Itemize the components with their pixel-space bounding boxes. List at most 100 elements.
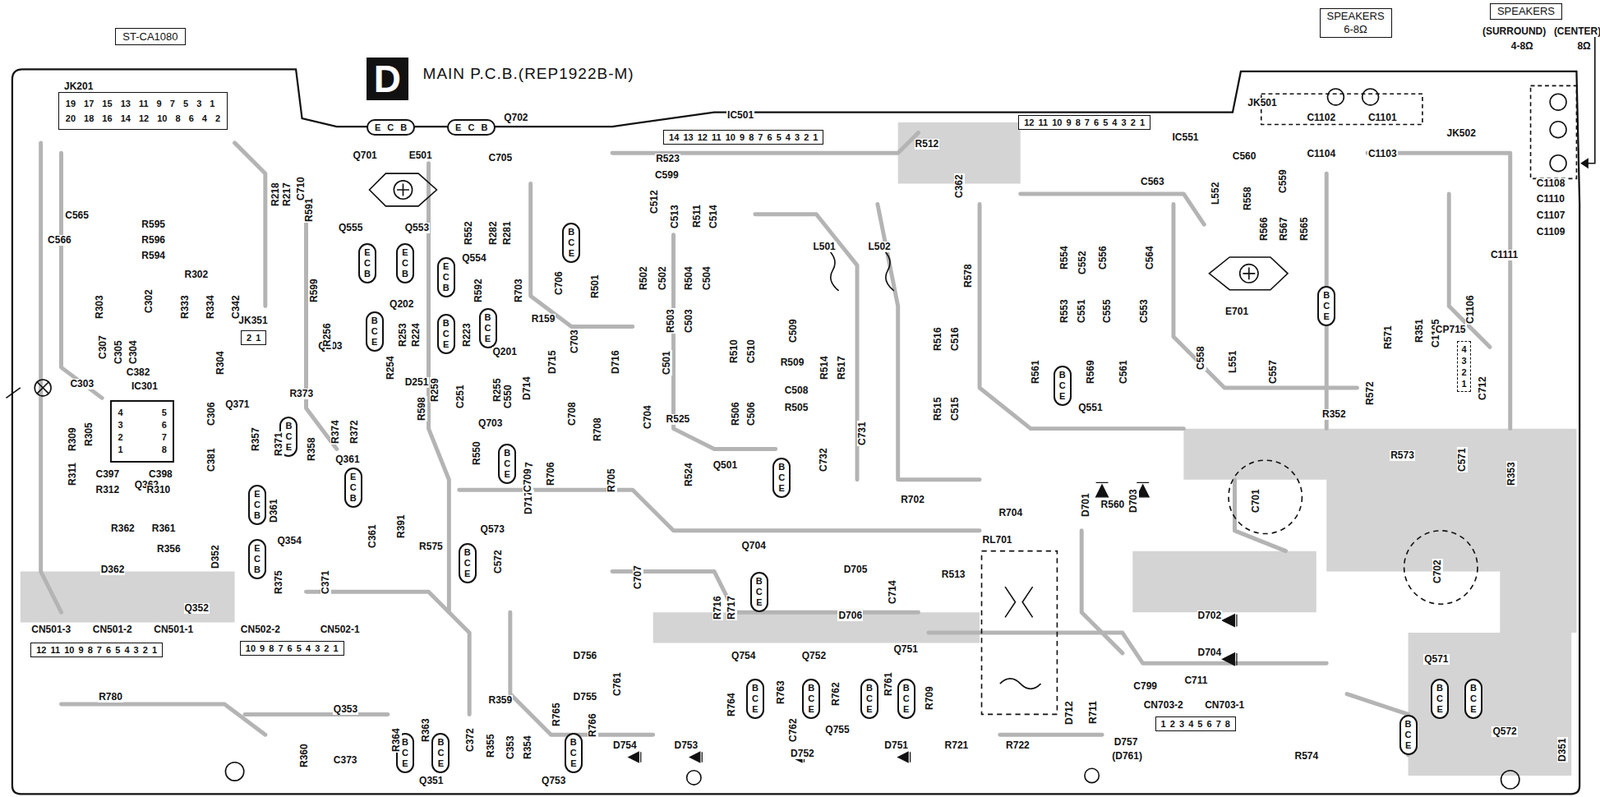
part-label: R765 — [551, 702, 563, 729]
transistor-outline: E C B — [248, 539, 267, 580]
part-label: R704 — [997, 507, 1024, 519]
transistor-outline: B C E — [479, 308, 498, 349]
part-label: R721 — [944, 740, 970, 752]
part-label: C707 — [632, 564, 644, 591]
part-label: R596 — [140, 235, 166, 246]
part-label: C564 — [1144, 244, 1156, 271]
transistor-outline: E C B — [437, 257, 456, 298]
part-label: R333 — [179, 294, 191, 320]
node-text: B C E — [806, 682, 817, 715]
part-label: R351 — [1414, 318, 1425, 345]
part-label: C382 — [125, 367, 152, 379]
part-label: C711 — [1183, 675, 1209, 687]
node-text: 10 9 8 7 6 5 4 3 2 1 — [245, 642, 339, 655]
speaker-box: SPEAKERS6-8Ω — [1319, 8, 1393, 38]
part-label: R598 — [416, 396, 428, 422]
part-label: R575 — [418, 541, 444, 553]
part-label: R565 — [1299, 216, 1310, 243]
part-label: L501 — [811, 241, 836, 253]
part-label: C553 — [1138, 298, 1150, 324]
part-label: R358 — [306, 437, 318, 463]
part-label: C506 — [746, 401, 757, 427]
part-label: C550 — [502, 383, 514, 410]
part-label: 4-8Ω — [1510, 41, 1535, 52]
part-label: C512 — [649, 189, 660, 215]
part-label: CN703-1 — [1203, 700, 1245, 711]
part-label: D757 — [1113, 737, 1139, 748]
part-label: R558 — [1242, 185, 1254, 212]
pin-strip: 1 2 3 4 5 6 7 8 — [1155, 716, 1236, 732]
node-text: 12 11 10 9 8 7 6 5 4 3 2 1 — [36, 644, 157, 656]
part-label: R353 — [1506, 461, 1518, 488]
part-label: C761 — [612, 671, 623, 697]
part-label: CN703-2 — [1143, 700, 1185, 711]
part-label: D362 — [100, 564, 126, 576]
part-label: D251 — [404, 377, 430, 388]
part-label: R517 — [836, 355, 848, 381]
transistor-outline: B C E — [1430, 678, 1449, 720]
transistor-label: Q753 — [540, 775, 567, 787]
transistor-outline: B C E — [437, 313, 456, 355]
part-label: D705 — [843, 564, 869, 576]
transistor-outline: E C B — [344, 467, 363, 508]
part-label: R716 — [712, 594, 724, 621]
part-label: C599 — [654, 170, 680, 181]
part-label: JK201 — [63, 81, 94, 93]
node-text: B C E — [864, 682, 874, 715]
node-text: B C E — [441, 318, 451, 351]
part-label: C371 — [320, 569, 332, 595]
part-label: C304 — [128, 340, 139, 366]
node-text: 4 3 2 1 — [116, 406, 125, 457]
part-label: D703 — [1128, 488, 1139, 514]
part-label: C1110 — [1535, 193, 1566, 205]
part-label: C251 — [455, 383, 466, 410]
part-label: R711 — [1088, 700, 1099, 725]
part-label: R217 — [281, 181, 293, 208]
transistor-label: Q754 — [730, 650, 757, 662]
transistor-outline: B C E — [750, 571, 769, 613]
part-label: R591 — [304, 197, 315, 223]
node-text: B C E — [750, 682, 760, 715]
part-label: C704 — [642, 404, 654, 430]
part-label: JK501 — [1246, 97, 1278, 109]
part-label: C566 — [46, 235, 73, 246]
part-label: R566 — [1258, 216, 1270, 243]
part-label: C1107 — [1535, 210, 1567, 222]
part-label: R256 — [322, 322, 333, 349]
transistor-label: Q555 — [337, 222, 364, 234]
part-label: C732 — [818, 447, 830, 473]
transistor-outline: E C B — [248, 484, 267, 526]
part-label: C709 — [522, 467, 534, 494]
transistor-outline: B C E — [458, 543, 477, 584]
part-label: C342 — [230, 294, 242, 320]
part-label: R505 — [783, 402, 810, 414]
transistor-label: Q554 — [461, 253, 487, 264]
component-outlines — [5, 28, 1595, 794]
part-label: C552 — [1077, 250, 1089, 277]
part-label: R578 — [963, 263, 974, 290]
part-label: R254 — [385, 355, 397, 381]
part-label: C708 — [567, 401, 578, 427]
node-text: E C B — [363, 247, 373, 280]
part-label: R355 — [485, 733, 497, 759]
pin-strip: 2 1 — [240, 330, 267, 346]
part-label: R373 — [288, 388, 314, 400]
mounting-hole — [1084, 768, 1099, 783]
part-label: R309 — [67, 426, 79, 452]
part-label: D714 — [521, 375, 533, 402]
part-label: R560 — [1100, 499, 1126, 511]
screw — [1240, 264, 1259, 283]
part-label: C557 — [1268, 359, 1279, 385]
part-label: R764 — [726, 691, 738, 718]
part-label: C514 — [708, 204, 720, 231]
transistor-outline: B C E — [497, 443, 517, 485]
part-label: L551 — [1227, 350, 1239, 374]
transistor-outline: B C E — [1317, 285, 1336, 327]
transistor-label: Q371 — [224, 399, 250, 411]
relay-symbol — [1000, 586, 1042, 689]
part-label: C1109 — [1535, 226, 1567, 238]
part-label: C799 — [1132, 681, 1158, 692]
diode-symbol — [1222, 653, 1237, 666]
part-label: C361 — [367, 523, 379, 549]
part-label: R561 — [1030, 359, 1042, 385]
